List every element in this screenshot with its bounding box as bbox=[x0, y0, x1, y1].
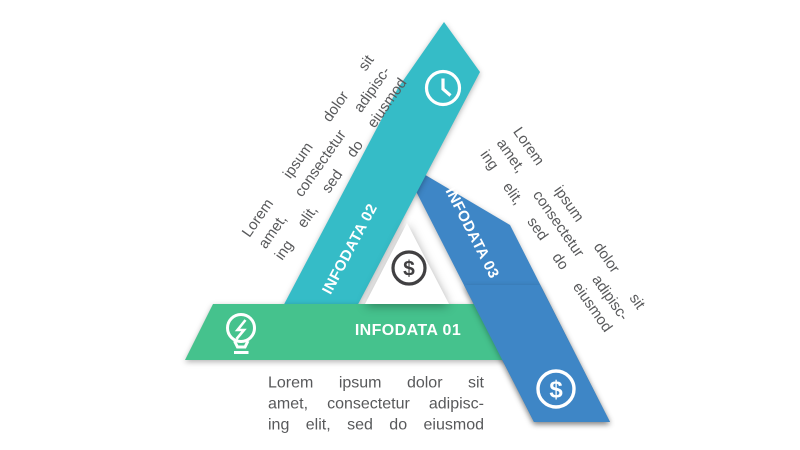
ribbon-infodata-01 bbox=[185, 304, 540, 360]
dollar-icon-center: $ bbox=[391, 250, 427, 286]
caption-line: amet, consectetur adipisc- bbox=[268, 395, 484, 413]
label-infodata-01: INFODATA 01 bbox=[354, 322, 462, 339]
lightbulb-bolt-icon bbox=[226, 313, 256, 354]
caption-infodata-01: Lorem ipsum dolor sit amet, consectetur … bbox=[268, 373, 484, 436]
dollar-glyph: $ bbox=[403, 258, 415, 281]
dollar-glyph: $ bbox=[549, 377, 563, 404]
dollar-icon-blue: $ bbox=[536, 369, 576, 409]
caption-line: ing elit, sed do eiusmod bbox=[268, 416, 484, 434]
ribbon-infodata-02 bbox=[280, 22, 480, 312]
inner-triangle bbox=[365, 223, 449, 304]
caption-line: Lorem ipsum dolor sit bbox=[268, 374, 484, 392]
clock-icon bbox=[424, 69, 462, 107]
